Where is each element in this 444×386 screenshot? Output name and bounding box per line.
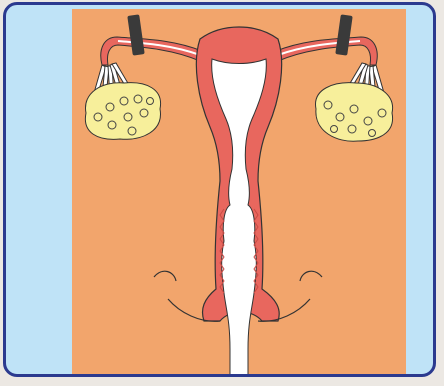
ovary-left [85, 83, 160, 140]
diagram-frame [3, 2, 436, 377]
diagram-panel [72, 9, 406, 377]
ovary-right [316, 83, 393, 142]
reproductive-system-diagram [72, 9, 406, 377]
